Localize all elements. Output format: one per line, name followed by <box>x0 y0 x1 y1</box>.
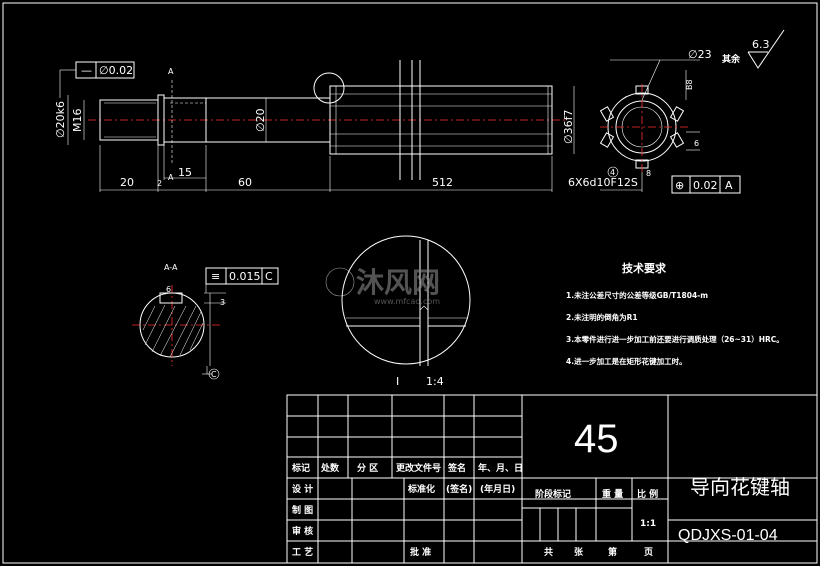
tb-header-date: 年、月、日 <box>478 462 523 474</box>
roughness-rest: 其余 <box>722 53 741 65</box>
watermark-url: www.mfcad.com <box>374 297 440 306</box>
note-item-4: 4.进一步加工是在矩形花键加工时。 <box>566 356 687 366</box>
tb-sheets: 张 <box>574 546 584 558</box>
watermark: 沐风网 www.mfcad.com <box>325 267 440 306</box>
detail-circle-marker <box>313 72 345 104</box>
tb-header-docno: 更改文件号 <box>396 462 441 474</box>
tb-material: 45 <box>574 417 619 461</box>
dim-n8: 8 <box>646 169 651 178</box>
dim-section-3: 3 <box>220 298 225 307</box>
tb-header-mark: 标记 <box>291 462 310 474</box>
tol-right-ref: A <box>725 179 733 192</box>
detail-scale: 1:4 <box>426 375 444 388</box>
title-block: 标记 处数 分 区 更改文件号 签名 年、月、日 设 计 标准化 (签名) (年… <box>286 394 818 564</box>
tb-header-zone: 分 区 <box>357 462 378 474</box>
dim-phi23: ∅23 <box>688 48 712 61</box>
tb-review: 审 核 <box>292 525 313 537</box>
note-item-1: 1.未注公差尺寸的公差等级GB/T1804-m <box>566 290 708 300</box>
tol-top-symbol: — <box>81 64 92 77</box>
tb-header-count: 处数 <box>320 462 340 474</box>
tb-date-paren: (年月日) <box>480 483 515 495</box>
note-item-3: 3.本零件进行进一步加工前还要进行调质处理（26~31）HRC。 <box>566 334 784 344</box>
section-aa-view: A-A 6 3 ≡ 0.015 C C <box>132 263 279 380</box>
roughness-symbol: 其余 6.3 <box>722 29 785 69</box>
dim-b8: B8 <box>685 79 694 90</box>
tb-sign-paren: (签名) <box>446 483 472 495</box>
spline-spec: 6X6d10F12S <box>568 176 638 189</box>
datum-c-marker: C <box>211 370 217 379</box>
dim-phi20k6: ∅20k6 <box>54 101 67 138</box>
dim-m16: M16 <box>71 109 84 133</box>
note-item-2: 2.未注明的倒角为R1 <box>566 312 638 322</box>
dim-phi36f7: ∅36f7 <box>562 110 575 144</box>
spline-end-view: ∅23 B8 6 4 8 <box>599 48 712 192</box>
detail-label: I <box>396 375 399 388</box>
tb-header-sign: 签名 <box>447 462 466 474</box>
tb-scale-value: 1:1 <box>640 519 656 529</box>
watermark-brand: 沐风网 <box>356 267 440 298</box>
section-label: A-A <box>164 263 178 272</box>
technical-notes: 技术要求 1.未注公差尺寸的公差等级GB/T1804-m 2.未注明的倒角为R1… <box>566 261 784 366</box>
dim-n4: 4 <box>610 168 615 177</box>
tolerance-frame-right: ⊕ 0.02 A <box>671 175 741 194</box>
tol-right-symbol: ⊕ <box>675 179 684 192</box>
tb-drawing-no: QDJXS-01-04 <box>678 527 778 544</box>
tb-design: 设 计 <box>292 483 313 495</box>
dim-len60: 60 <box>238 176 252 189</box>
dim-len512: 512 <box>432 176 453 189</box>
tol-right-value: 0.02 <box>693 179 718 192</box>
tb-stage-mark: 阶段标记 <box>535 488 571 500</box>
tb-draft: 制 图 <box>292 504 313 516</box>
dim-section-6: 6 <box>166 285 171 294</box>
dim-len20: 20 <box>120 176 134 189</box>
tol-section-value: 0.015 <box>229 270 261 283</box>
tb-process: 工 艺 <box>292 546 313 558</box>
tb-weight: 重 量 <box>602 488 623 500</box>
roughness-value: 6.3 <box>752 38 770 51</box>
tol-section-symbol: ≡ <box>211 270 220 283</box>
tb-approve: 批 准 <box>410 546 431 558</box>
dim-phi20: ∅20 <box>254 108 267 132</box>
tb-total: 共 <box>544 546 553 558</box>
notes-title: 技术要求 <box>622 261 667 275</box>
tb-part-name: 导向花键轴 <box>690 475 790 499</box>
dim-len15: 15 <box>178 166 192 179</box>
detail-i-view: I 1:4 <box>341 235 471 388</box>
tolerance-frame-section: ≡ 0.015 C <box>205 267 279 285</box>
dim-len2: 2 <box>157 179 162 188</box>
tb-scale: 比 例 <box>637 488 658 500</box>
tol-section-ref: C <box>265 270 273 283</box>
shaft-main-view <box>88 60 565 180</box>
dim-n6: 6 <box>694 139 699 148</box>
tb-page: 页 <box>644 547 653 558</box>
cut-label-top: A <box>168 67 174 76</box>
tb-standardize: 标准化 <box>407 483 435 495</box>
main-dimensions: ∅20k6 M16 ∅20 ∅36f7 20 2 15 60 512 A A <box>54 67 575 192</box>
spline-section <box>329 85 553 155</box>
tolerance-frame-top: — ∅0.02 <box>59 61 135 98</box>
cut-label-bottom: A <box>168 173 174 182</box>
tb-page-no: 第 <box>608 546 617 558</box>
shoulder <box>157 94 165 146</box>
tol-top-value: ∅0.02 <box>99 64 133 77</box>
